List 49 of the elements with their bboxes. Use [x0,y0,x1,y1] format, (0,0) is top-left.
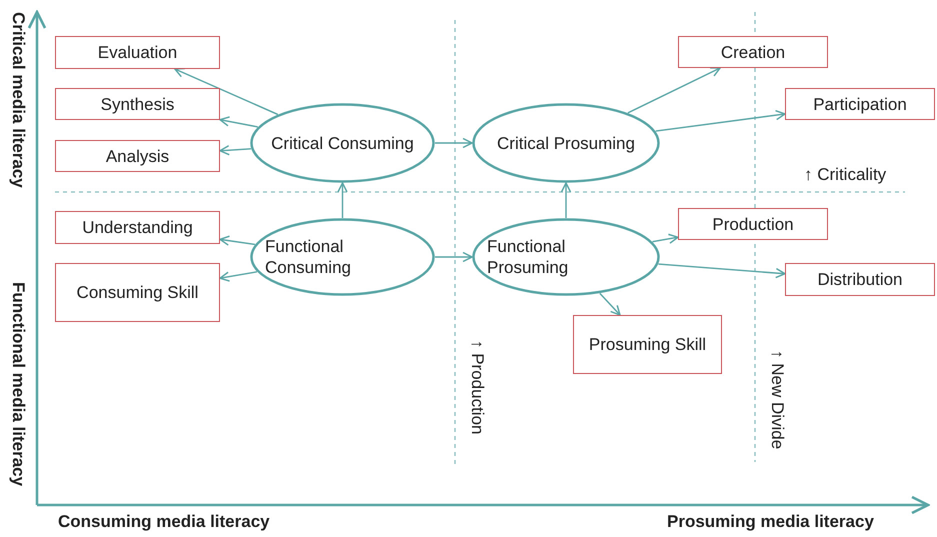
stage-ellipse [472,103,660,183]
concept-box [785,88,935,120]
arrow [219,145,252,156]
node-label: Critical Prosuming [497,132,635,154]
node-label: Understanding [82,217,193,238]
arrow [658,263,786,278]
concept-box [678,36,828,68]
arrow [219,271,258,282]
arrow [219,235,256,246]
divider-label: ↑ Production [467,340,487,434]
concept-box [573,315,722,374]
node-label: Evaluation [98,42,178,63]
concept-box [55,140,220,172]
stage-ellipse [250,218,435,296]
divider-label: ↑ New Divide [767,350,787,450]
concept-box [785,263,935,296]
stage-ellipse [250,103,435,183]
node-label: Synthesis [100,94,174,114]
node-label: Analysis [106,146,170,166]
axis-label: Consuming media literacy [58,512,270,532]
concept-box [55,263,220,322]
node-label: Consuming Skill [76,282,198,303]
node-label: Critical Consuming [271,132,414,154]
axis-label: Prosuming media literacy [667,512,874,532]
concept-box [55,36,220,69]
concept-box [55,88,220,120]
arrow [435,252,473,262]
node-label: Distribution [817,269,903,290]
node-label: Production [712,214,794,234]
axis-label: Critical media literacy [8,12,28,188]
node-label: Functional Consuming [265,236,352,278]
arrow [435,138,473,148]
divider-label: ↑ Criticality [804,165,886,185]
arrow [599,292,621,316]
concept-box [55,211,220,244]
arrow [628,67,721,114]
arrow [656,110,786,132]
arrow [652,234,679,244]
node-label: Functional Prosuming [487,236,570,278]
concept-box [678,208,828,240]
arrow [337,182,348,218]
arrow [560,182,572,218]
node-label: Creation [720,42,786,62]
arrow [174,68,278,116]
axis-label: Functional media literacy [8,282,28,486]
stage-ellipse [472,218,660,296]
arrow [219,116,258,128]
node-label: Participation [813,94,907,114]
node-label: Prosuming Skill [588,334,706,355]
